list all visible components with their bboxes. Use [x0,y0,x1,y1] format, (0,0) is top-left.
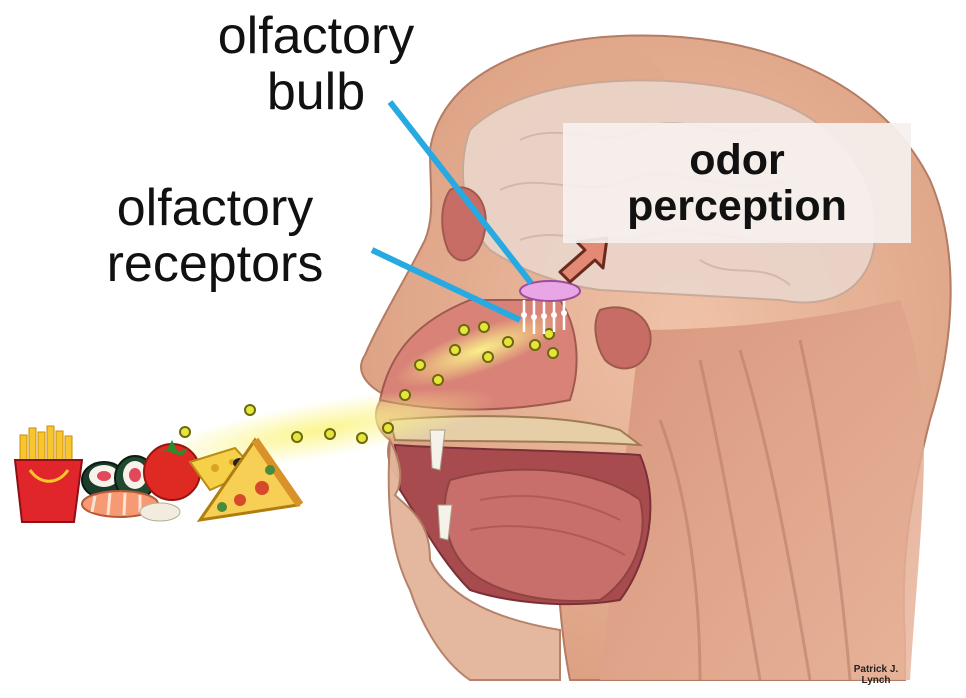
odor-perception-box: odor perception [563,123,911,243]
odor-perception-label: odor perception [563,137,911,229]
artist-credit-line2: Lynch [836,675,916,686]
olfactory-bulb-label-line1: olfactory [196,8,436,64]
olfactory-receptors-label-line1: olfactory [70,180,360,236]
artist-credit: Patrick J. Lynch [836,664,916,686]
olfactory-bulb-label: olfactory bulb [196,8,436,120]
artist-credit-line1: Patrick J. [836,664,916,675]
odor-perception-line1: odor [563,137,911,183]
french-fries-icon [15,426,82,522]
olfactory-bulb-label-line2: bulb [196,64,436,120]
olfactory-receptors-label-line2: receptors [70,236,360,292]
odor-perception-line2: perception [563,183,911,229]
olfactory-receptors-label: olfactory receptors [70,180,360,292]
